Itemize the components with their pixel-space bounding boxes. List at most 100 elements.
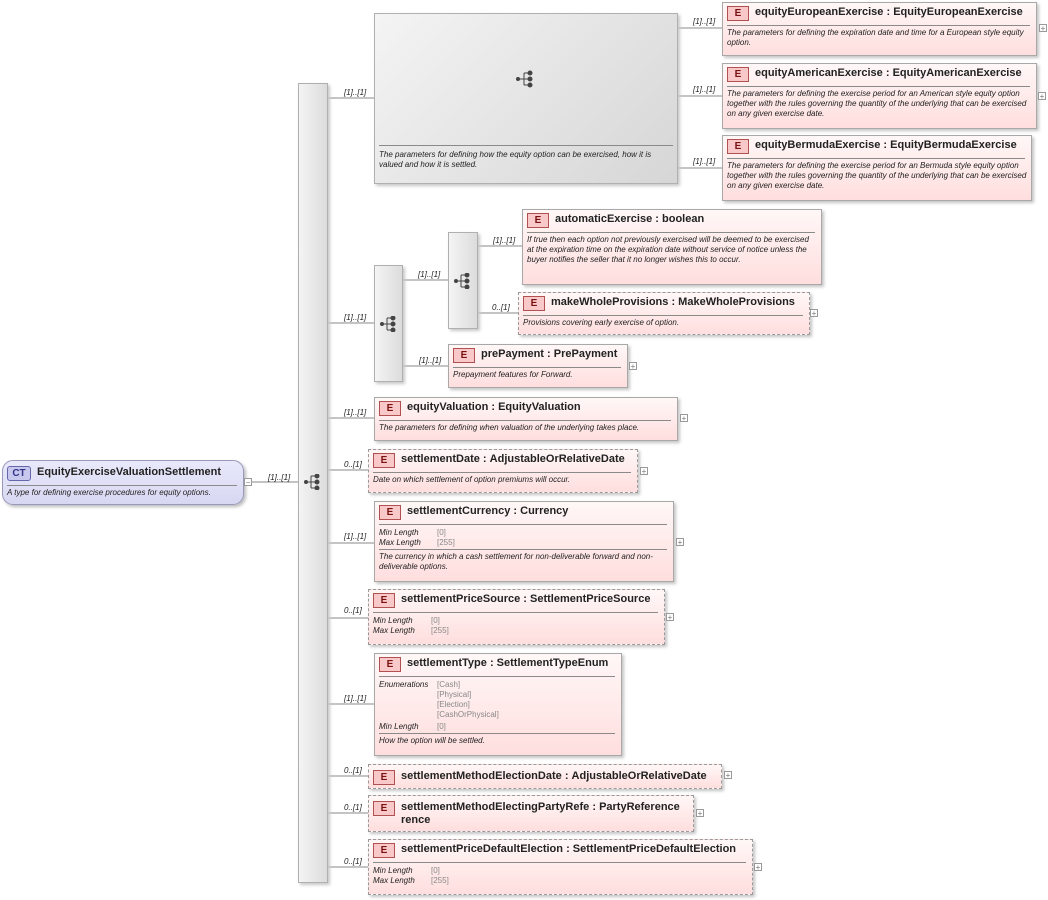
facet-value: [0] (431, 866, 440, 875)
root-type-doc: A type for defining exercise procedures … (7, 488, 211, 497)
type-separator: : (482, 453, 487, 465)
element-name: makeWholeProvisions (551, 296, 669, 308)
element-badge: E (373, 770, 395, 785)
expand-icon[interactable]: + (754, 863, 762, 872)
element-type: boolean (662, 213, 705, 225)
expand-icon[interactable]: + (696, 809, 704, 818)
cardinality-label: 0..[1] (344, 857, 362, 866)
element-settlement-method-electing-party-reference[interactable]: E settlementMethodElectingPartyRefe : Pa… (368, 795, 694, 832)
cardinality-label: [1]..[1] (344, 532, 367, 541)
element-name: settlementType (407, 657, 487, 669)
element-badge: E (727, 6, 749, 21)
type-separator: : (523, 593, 527, 605)
choice-group[interactable]: The parameters for defining how the equi… (374, 13, 678, 184)
facet-value: [0] (431, 616, 440, 625)
expand-icon[interactable]: + (810, 309, 818, 318)
type-separator: : (655, 213, 659, 225)
element-name: settlementDate (401, 453, 480, 465)
cardinality-label: 0..[1] (344, 766, 362, 775)
type-separator: : (883, 139, 888, 151)
cardinality-label: 0..[1] (492, 303, 510, 312)
cardinality-label: [1]..[1] (493, 236, 516, 245)
element-badge: E (379, 401, 401, 416)
element-name: prePayment (481, 348, 544, 360)
type-separator: : (547, 348, 551, 360)
type-separator: : (671, 296, 676, 308)
expand-icon[interactable]: + (640, 467, 648, 476)
element-name: equityValuation (407, 401, 489, 413)
facet-label: Max Length (379, 538, 421, 547)
element-doc: The parameters for defining the exercise… (727, 89, 1027, 118)
expand-icon[interactable]: + (629, 362, 637, 371)
cardinality-label: [1]..[1] (419, 356, 442, 365)
root-cardinality: [1]..[1] (268, 473, 291, 482)
nested-sequence[interactable] (374, 265, 403, 382)
expand-icon[interactable]: + (1038, 92, 1046, 101)
element-badge: E (379, 505, 401, 520)
expand-icon[interactable]: + (666, 613, 674, 622)
element-type: MakeWholeProvisions (678, 296, 795, 308)
cardinality-label: 0..[1] (344, 460, 362, 469)
element-type: EquityAmericanExercise (892, 67, 1022, 79)
element-name: settlementMethodElectingPartyRefe (401, 801, 590, 813)
enum-value: [Cash] (437, 680, 461, 689)
type-separator: : (564, 770, 569, 782)
choice-cardinality: [1]..[1] (344, 88, 367, 97)
element-badge: E (727, 67, 749, 82)
cardinality-label: 0..[1] (344, 803, 362, 812)
element-doc: If true then each option not previously … (527, 235, 809, 264)
cardinality-label: [1]..[1] (418, 270, 441, 279)
element-name: settlementPriceSource (401, 593, 521, 605)
choice-group-doc: The parameters for defining how the equi… (379, 150, 652, 169)
facet-label: Min Length (373, 866, 413, 875)
cardinality-label: [1]..[1] (693, 17, 716, 26)
expand-icon[interactable]: + (676, 538, 684, 547)
sequence-icon (380, 316, 396, 332)
type-separator: : (513, 505, 518, 517)
collapse-icon[interactable]: − (244, 478, 252, 487)
cardinality-label: 0..[1] (344, 606, 362, 615)
cardinality-label: [1]..[1] (344, 408, 367, 417)
facet-label: Min Length (379, 528, 419, 537)
sequence-icon (454, 273, 470, 289)
root-complex-type[interactable]: CT EquityExerciseValuationSettlement A t… (2, 460, 244, 505)
facet-value: [0] (437, 528, 446, 537)
facet-value: [255] (431, 876, 449, 885)
facet-value: [255] (431, 626, 449, 635)
expand-icon[interactable]: + (724, 771, 732, 780)
type-separator: : (886, 6, 891, 18)
element-badge: E (523, 296, 545, 311)
expand-icon[interactable]: + (1039, 24, 1047, 33)
element-name: automaticExercise (555, 213, 653, 225)
main-sequence[interactable] (298, 83, 328, 883)
sequence-icon (304, 474, 320, 490)
facet-label: Min Length (379, 722, 419, 731)
expand-icon[interactable]: + (680, 414, 688, 423)
element-type: SettlementPriceSource (530, 593, 651, 605)
element-badge: E (373, 801, 395, 816)
element-doc: Provisions covering early exercise of op… (523, 318, 680, 327)
element-badge: E (727, 139, 749, 154)
facet-label: Min Length (373, 616, 413, 625)
element-name: settlementPriceDefaultElection (401, 843, 563, 855)
choice-icon (516, 70, 533, 88)
facet-label: Max Length (373, 626, 415, 635)
element-name-continued: rence (401, 814, 431, 826)
enum-value: [CashOrPhysical] (437, 710, 499, 719)
element-badge: E (373, 593, 395, 608)
element-type: AdjustableOrRelativeDate (489, 453, 625, 465)
